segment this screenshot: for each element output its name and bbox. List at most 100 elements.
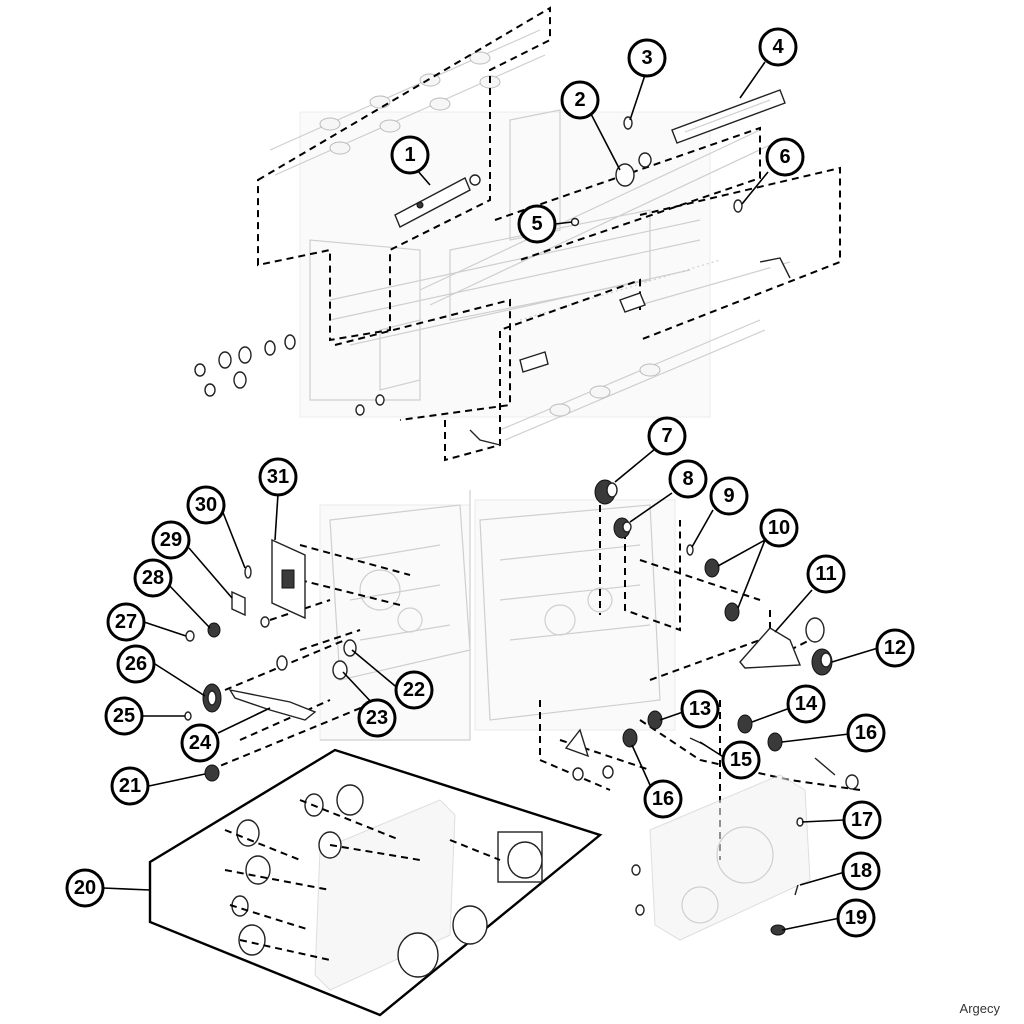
- part-22-gear: [343, 639, 357, 657]
- callout-23: 23: [357, 698, 397, 738]
- part-14-gear: [737, 714, 753, 734]
- callout-4: 4: [758, 27, 798, 67]
- upper-left-fasteners: [194, 334, 385, 416]
- svg-text:15: 15: [730, 749, 752, 771]
- callout-31: 31: [258, 457, 298, 497]
- part-1-bracket: [394, 174, 481, 228]
- callout-27: 27: [106, 602, 146, 642]
- svg-text:7: 7: [661, 425, 672, 447]
- part-26-gear: [202, 683, 222, 713]
- svg-text:16: 16: [855, 722, 877, 744]
- part-8-gear: [613, 517, 632, 539]
- callout-15: 15: [721, 740, 761, 780]
- right-side-plate: [649, 774, 811, 941]
- svg-text:9: 9: [723, 485, 734, 507]
- svg-text:28: 28: [142, 567, 164, 589]
- callout-2: 2: [560, 80, 600, 120]
- callout-18: 18: [841, 851, 881, 891]
- part-29-bracket: [231, 590, 246, 617]
- part-23-gear: [332, 660, 348, 680]
- callout-29: 29: [151, 520, 191, 560]
- callout-11: 11: [806, 554, 846, 594]
- svg-text:16: 16: [652, 788, 674, 810]
- part-7-gear: [594, 479, 618, 505]
- part-10-gears: [704, 558, 740, 622]
- callout-7: 7: [647, 416, 687, 456]
- svg-text:20: 20: [74, 877, 96, 899]
- part-5-screw: [570, 217, 580, 227]
- callout-9: 9: [709, 476, 749, 516]
- part-13-gear: [647, 710, 663, 730]
- svg-text:2: 2: [574, 89, 585, 111]
- svg-text:14: 14: [795, 693, 818, 715]
- callout-20: 20: [65, 868, 105, 908]
- callout-19: 19: [836, 898, 876, 938]
- callout-10: 10: [759, 508, 799, 548]
- svg-text:29: 29: [160, 529, 182, 551]
- part-shaft-small: [814, 757, 859, 790]
- svg-text:21: 21: [119, 775, 141, 797]
- part-30-spring: [244, 565, 252, 579]
- callout-26: 26: [116, 644, 156, 684]
- callout-8: 8: [668, 459, 708, 499]
- callout-17: 17: [842, 800, 882, 840]
- part-18-spring: [794, 884, 799, 896]
- svg-text:19: 19: [845, 907, 867, 929]
- part-4-bracket: [671, 89, 786, 144]
- leader-lines: [102, 61, 879, 931]
- middle-right-frame: [474, 499, 676, 731]
- upper-right-shaft: [469, 257, 791, 446]
- svg-text:1: 1: [404, 144, 415, 166]
- svg-text:18: 18: [850, 860, 872, 882]
- part-9-clip: [686, 544, 694, 556]
- svg-text:12: 12: [884, 637, 906, 659]
- svg-text:31: 31: [267, 466, 289, 488]
- callout-24: 24: [180, 723, 220, 763]
- svg-text:26: 26: [125, 653, 147, 675]
- svg-text:6: 6: [779, 146, 790, 168]
- svg-text:23: 23: [366, 707, 388, 729]
- callout-5: 5: [517, 204, 557, 244]
- callout-21: 21: [110, 766, 150, 806]
- part-27-washer: [185, 630, 195, 642]
- svg-text:4: 4: [772, 36, 784, 58]
- callout-3: 3: [627, 38, 667, 78]
- part-24-lever: [228, 688, 317, 721]
- svg-text:11: 11: [815, 563, 836, 585]
- part-25-clip: [184, 711, 192, 721]
- callout-6: 6: [765, 137, 805, 177]
- svg-text:24: 24: [189, 732, 212, 754]
- part-31-plate: [271, 538, 306, 620]
- part-11-belt: [739, 627, 802, 669]
- svg-text:27: 27: [115, 611, 137, 633]
- part-28-gear: [207, 622, 221, 638]
- callout-12: 12: [875, 628, 915, 668]
- callout-1: 1: [390, 135, 430, 175]
- middle-left-frame: [319, 490, 471, 741]
- svg-text:10: 10: [768, 517, 790, 539]
- watermark-text: Argecy: [959, 1001, 1000, 1016]
- part-20-gearbox-assembly: [148, 748, 603, 1017]
- svg-text:30: 30: [195, 494, 217, 516]
- part-6-clip: [733, 199, 743, 213]
- callout-22: 22: [394, 670, 434, 710]
- svg-text:22: 22: [403, 679, 425, 701]
- callout-25: 25: [104, 696, 144, 736]
- callout-28: 28: [133, 558, 173, 598]
- part-21-gear: [204, 764, 220, 782]
- upper-dashed-guides: [257, 6, 841, 462]
- part-12-pulley: [805, 617, 833, 676]
- part-16-gears: [622, 728, 783, 752]
- callout-13: 13: [680, 689, 720, 729]
- svg-text:3: 3: [641, 47, 652, 69]
- svg-text:8: 8: [682, 468, 693, 490]
- middle-left-small-parts: [260, 616, 288, 671]
- callouts: 1 2 3 4 5 6 7 8 9 10 11 12 13 14 15 16 1…: [65, 27, 915, 938]
- callout-16-upper: 16: [846, 713, 886, 753]
- callout-16-lower: 16: [643, 779, 683, 819]
- svg-text:13: 13: [689, 698, 711, 720]
- upper-frame-assembly: [269, 29, 771, 441]
- callout-14: 14: [786, 684, 826, 724]
- svg-text:17: 17: [851, 809, 873, 831]
